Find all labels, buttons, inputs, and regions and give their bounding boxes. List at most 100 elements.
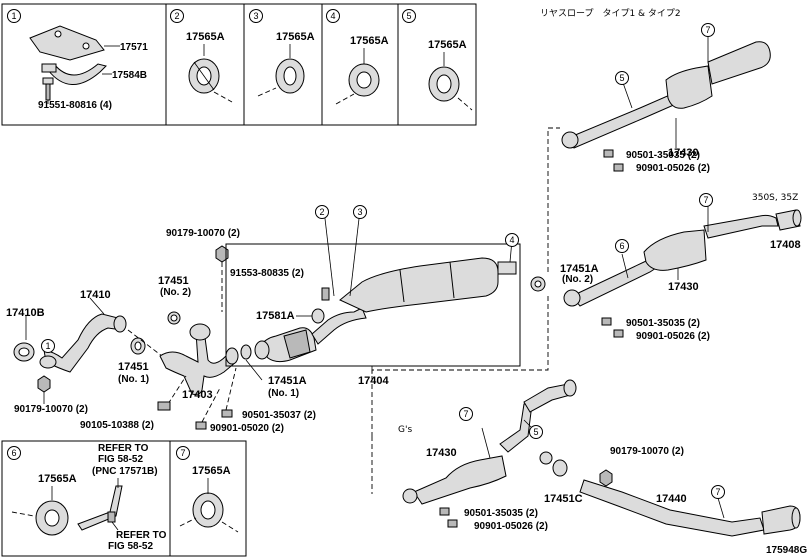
spring-90901-05026-upper[interactable] xyxy=(613,163,624,172)
label-17404[interactable]: 17404 xyxy=(358,375,389,387)
label-17451A-no2[interactable]: 17451A xyxy=(560,263,599,275)
gasket-17581A[interactable] xyxy=(311,308,325,324)
spring-90901-05026-middle[interactable] xyxy=(613,329,624,338)
label-90105[interactable]: 90105-10388 (2) xyxy=(80,420,154,431)
svg-text:17584B: 17584B xyxy=(112,70,147,81)
label-17451C[interactable]: 17451C xyxy=(544,493,583,505)
label-17430-gs[interactable]: 17430 xyxy=(426,447,457,459)
rubber-hanger-17565A[interactable] xyxy=(192,492,224,528)
center-pipe-17403[interactable] xyxy=(159,323,239,395)
label-17451A-no1-sub: (No. 1) xyxy=(268,388,299,399)
bolt-90501-35035-gs[interactable] xyxy=(439,507,450,516)
label-90501-35035-upper[interactable]: 90501-35035 (2) xyxy=(626,150,700,161)
svg-text:6: 6 xyxy=(619,241,624,251)
label-90901-05020[interactable]: 90901-05020 (2) xyxy=(210,423,284,434)
rubber-hanger-17565A[interactable] xyxy=(348,63,380,97)
svg-text:7: 7 xyxy=(705,25,710,35)
tail-pipe-17430-gs[interactable] xyxy=(402,379,577,505)
heat-insulator-17571[interactable] xyxy=(29,25,105,61)
tail-pipe-17430-upper[interactable] xyxy=(561,41,771,149)
gasket-17451-no2[interactable] xyxy=(167,311,181,325)
label-17581A[interactable]: 17581A xyxy=(256,310,295,322)
callout-5-gs: 5 xyxy=(529,425,543,439)
label-17410B[interactable]: 17410B xyxy=(6,307,45,319)
gasket-17451-no1[interactable] xyxy=(130,337,146,355)
inset-4: 4 17565A xyxy=(321,3,399,126)
exhaust-tip-17408[interactable] xyxy=(775,209,802,231)
label-17451A-no1[interactable]: 17451A xyxy=(268,375,307,387)
rubber-hanger-17565A[interactable] xyxy=(35,500,69,536)
label-17451-no2[interactable]: 17451 xyxy=(158,275,189,287)
label-17451-no1[interactable]: 17451 xyxy=(118,361,149,373)
label-90901-05026-middle[interactable]: 90901-05026 (2) xyxy=(636,331,710,342)
callout-7-gs-right: 7 xyxy=(711,485,725,499)
callout-7-middle: 7 xyxy=(699,193,713,207)
nut-90179-upper[interactable] xyxy=(215,245,229,263)
svg-text:3: 3 xyxy=(357,207,362,217)
inset-1: 1 17571 17584B 91551-80816 (4) xyxy=(1,3,167,126)
rubber-hanger-17565A[interactable] xyxy=(428,66,460,102)
label-17430-middle[interactable]: 17430 xyxy=(668,281,699,293)
svg-text:17571: 17571 xyxy=(120,42,148,53)
svg-text:6: 6 xyxy=(11,448,16,458)
diagram-id: 175948G xyxy=(766,545,807,556)
bolt-90501-35037[interactable] xyxy=(221,409,233,418)
svg-text:7: 7 xyxy=(463,409,468,419)
svg-text:5: 5 xyxy=(406,11,411,21)
label-17408[interactable]: 17408 xyxy=(770,239,801,251)
svg-text:5: 5 xyxy=(533,427,538,437)
label-90179-upper[interactable]: 90179-10070 (2) xyxy=(166,228,240,239)
label-90501-35035-middle[interactable]: 90501-35035 (2) xyxy=(626,318,700,329)
label-90179-lower[interactable]: 90179-10070 (2) xyxy=(14,404,88,415)
inset-7: 7 17565A xyxy=(169,440,247,557)
center-muffler[interactable] xyxy=(339,257,517,313)
bolt-90105[interactable] xyxy=(157,401,171,411)
label-17430-upper[interactable]: 17430 xyxy=(668,147,699,159)
label-90501-35035-gs[interactable]: 90501-35035 (2) xyxy=(464,508,538,519)
bracket-17584B[interactable] xyxy=(41,63,107,85)
gasket-17410B[interactable] xyxy=(13,342,35,362)
svg-text:2: 2 xyxy=(319,207,324,217)
svg-text:17565A: 17565A xyxy=(192,465,231,477)
svg-text:(PNC 17571B): (PNC 17571B) xyxy=(92,466,158,477)
catalytic-converter[interactable] xyxy=(254,327,317,363)
label-17403[interactable]: 17403 xyxy=(182,389,213,401)
bolt-90501-35035-middle[interactable] xyxy=(601,317,612,326)
tail-pipe-17440[interactable] xyxy=(579,479,801,537)
gasket-17451A-no1[interactable] xyxy=(240,344,252,360)
front-exhaust-pipe-17410[interactable] xyxy=(39,313,127,373)
gasket-17451C[interactable] xyxy=(552,459,568,477)
note-gs: G's xyxy=(398,425,412,435)
label-17440[interactable]: 17440 xyxy=(656,493,687,505)
nut-90179-gs[interactable] xyxy=(599,469,613,487)
callout-5-upper: 5 xyxy=(615,71,629,85)
label-17410[interactable]: 17410 xyxy=(80,289,111,301)
svg-text:REFER TO: REFER TO xyxy=(98,443,149,454)
bracket-gs-ring[interactable] xyxy=(539,451,553,465)
bolt-91551[interactable] xyxy=(42,77,54,101)
spring-90901-05026-gs[interactable] xyxy=(447,519,458,528)
label-90901-05026-gs[interactable]: 90901-05026 (2) xyxy=(474,521,548,532)
callout-7-upper: 7 xyxy=(701,23,715,37)
label-90501-35037[interactable]: 90501-35037 (2) xyxy=(242,410,316,421)
rubber-hanger-17565A[interactable] xyxy=(275,58,305,94)
label-91553[interactable]: 91553-80835 (2) xyxy=(230,268,304,279)
bolt-91553[interactable] xyxy=(321,287,330,301)
svg-text:1: 1 xyxy=(11,11,16,21)
tail-pipe-17430-middle[interactable] xyxy=(563,214,779,307)
bolt-90501-35035-upper[interactable] xyxy=(603,149,614,158)
spring-90901-05020[interactable] xyxy=(195,421,207,430)
svg-text:7: 7 xyxy=(180,448,185,458)
svg-text:7: 7 xyxy=(703,195,708,205)
label-17451A-no2-sub: (No. 2) xyxy=(562,274,593,285)
hanger-bracket[interactable] xyxy=(77,485,123,531)
label-90901-05026-upper[interactable]: 90901-05026 (2) xyxy=(636,163,710,174)
label-90179-gs[interactable]: 90179-10070 (2) xyxy=(610,446,684,457)
svg-text:FIG 58-52: FIG 58-52 xyxy=(108,541,153,552)
gasket-17451A-no2[interactable] xyxy=(530,276,546,292)
inset-6: 6 17565A REFER TO FIG 58-52 (PNC 17571B)… xyxy=(1,440,171,557)
rubber-hanger-17565A[interactable] xyxy=(188,58,220,94)
nut-90179[interactable] xyxy=(37,375,51,393)
center-muffler-pipe[interactable] xyxy=(311,307,367,345)
